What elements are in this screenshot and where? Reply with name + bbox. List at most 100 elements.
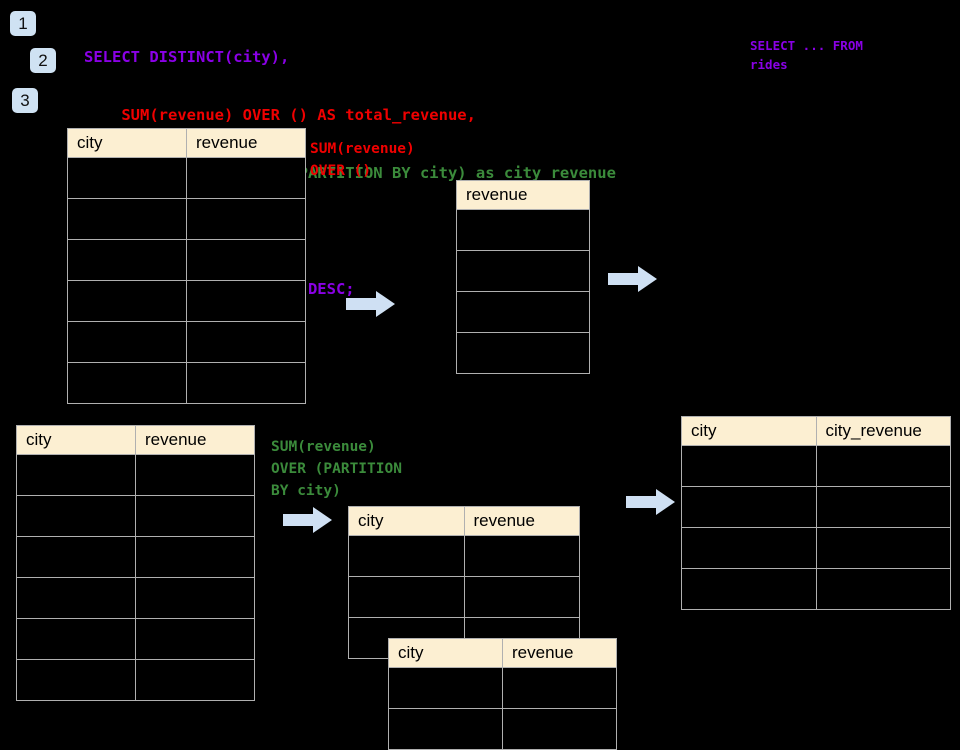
column-header-city: city [348, 506, 465, 536]
cell-city [388, 708, 503, 750]
cell-city-revenue [815, 568, 951, 610]
cell-city [16, 454, 136, 496]
table-row [16, 618, 255, 660]
table-result-city-revenue: city city_revenue [681, 416, 951, 610]
cell-city [67, 280, 187, 322]
table-row [456, 209, 590, 251]
cell-city [348, 576, 465, 618]
cell-revenue [502, 667, 617, 709]
cell-city [16, 495, 136, 537]
column-header-city: city [16, 425, 136, 455]
cell-revenue [463, 535, 580, 577]
table-rides-top: city revenue [67, 128, 306, 404]
cell-city [67, 239, 187, 281]
cell-revenue [456, 209, 590, 251]
cell-city [16, 536, 136, 578]
arrow-rides-to-total [346, 289, 396, 319]
step-badge-2: 2 [30, 48, 56, 73]
cell-city [67, 157, 187, 199]
table-row [67, 321, 306, 363]
table-row [67, 280, 306, 322]
cell-revenue [463, 576, 580, 618]
column-header-revenue: revenue [135, 425, 255, 455]
step-badge-1: 1 [10, 11, 36, 36]
table-row [67, 157, 306, 199]
cell-revenue [456, 332, 590, 374]
table-total-revenue: revenue [456, 180, 590, 374]
table-header-row: city revenue [388, 638, 617, 668]
cell-city [67, 198, 187, 240]
cell-city [681, 486, 817, 528]
cell-revenue [135, 495, 255, 537]
table-rides-bottom: city revenue [16, 425, 255, 701]
cell-revenue [186, 280, 306, 322]
cell-city [16, 659, 136, 701]
table-row [681, 445, 951, 487]
cell-city [67, 321, 187, 363]
step-badge-3: 3 [12, 88, 38, 113]
cell-revenue [186, 321, 306, 363]
table-partition-front: city revenue [388, 638, 617, 750]
cell-revenue [135, 618, 255, 660]
cell-revenue [135, 577, 255, 619]
column-header-city: city [388, 638, 503, 668]
cell-city-revenue [815, 527, 951, 569]
arrow-partition-to-result [626, 487, 676, 517]
cell-city [681, 445, 817, 487]
cell-revenue [456, 291, 590, 333]
table-header-row: city revenue [348, 506, 580, 536]
annotation-select-from-rides: SELECT ... FROM rides [750, 38, 863, 72]
table-row [388, 667, 617, 709]
table-row [67, 239, 306, 281]
cell-revenue [186, 239, 306, 281]
sql-line-select: SELECT DISTINCT(city), [84, 48, 290, 66]
cell-revenue [502, 708, 617, 750]
table-row [16, 536, 255, 578]
column-header-city-revenue: city_revenue [815, 416, 951, 446]
column-header-city: city [67, 128, 187, 158]
cell-city-revenue [815, 486, 951, 528]
cell-city [16, 618, 136, 660]
diagram-canvas: 1 2 3 SELECT DISTINCT(city), SUM(revenue… [10, 11, 951, 750]
cell-city [348, 535, 465, 577]
table-row [16, 659, 255, 701]
cell-revenue [186, 157, 306, 199]
column-header-revenue: revenue [463, 506, 580, 536]
annotation-sum-over-partition: SUM(revenue) OVER (PARTITION BY city) [271, 439, 402, 499]
cell-city [16, 577, 136, 619]
cell-city-revenue [815, 445, 951, 487]
table-row [16, 495, 255, 537]
column-header-revenue: revenue [186, 128, 306, 158]
column-header-revenue: revenue [456, 180, 590, 210]
cell-revenue [456, 250, 590, 292]
table-row [681, 568, 951, 610]
cell-revenue [186, 362, 306, 404]
sql-line-total-revenue: SUM(revenue) OVER () AS total_revenue, [84, 106, 476, 124]
table-row [348, 576, 580, 618]
table-row [456, 291, 590, 333]
cell-city [681, 527, 817, 569]
table-row [681, 486, 951, 528]
table-header-row: city city_revenue [681, 416, 951, 446]
cell-revenue [135, 536, 255, 578]
cell-revenue [135, 454, 255, 496]
cell-revenue [135, 659, 255, 701]
table-row [348, 535, 580, 577]
table-header-row: city revenue [67, 128, 306, 158]
table-header-row: revenue [456, 180, 590, 210]
cell-city [67, 362, 187, 404]
table-row [16, 577, 255, 619]
table-row [456, 250, 590, 292]
table-row [16, 454, 255, 496]
column-header-revenue: revenue [502, 638, 617, 668]
cell-revenue [186, 198, 306, 240]
table-row [67, 198, 306, 240]
column-header-city: city [681, 416, 817, 446]
cell-city [681, 568, 817, 610]
table-row [388, 708, 617, 750]
table-header-row: city revenue [16, 425, 255, 455]
cell-city [388, 667, 503, 709]
arrow-total-to-result [608, 264, 658, 294]
table-partition-back: city revenue [348, 506, 580, 659]
table-row [681, 527, 951, 569]
